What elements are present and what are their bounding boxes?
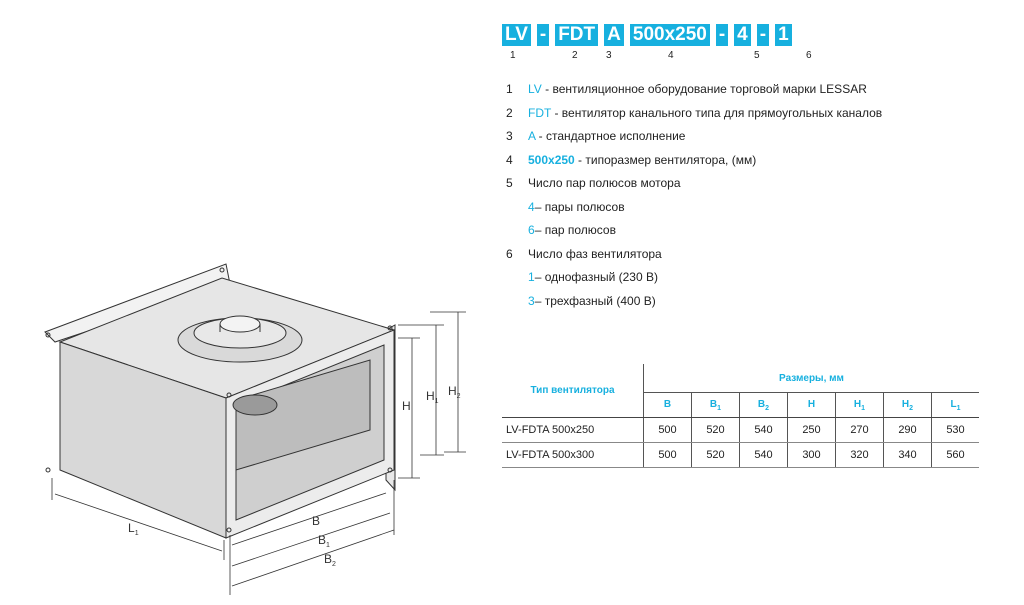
- table-cell-model: LV-FDTA 500x250: [502, 417, 644, 443]
- code-box-separator: -: [536, 24, 550, 46]
- code-box-version: A: [604, 24, 624, 46]
- table-cell: 500: [643, 442, 692, 468]
- legend-subitem: 6 – пар полюсов: [528, 223, 616, 237]
- table-col-h2: H2: [883, 392, 932, 418]
- dimensions-table: Тип вентилятора Размеры, мм B B1 B2 H H1…: [502, 364, 979, 468]
- code-position: 3: [606, 50, 612, 61]
- table-cell: 340: [883, 442, 932, 468]
- code-position: 5: [754, 50, 760, 61]
- table-cell: 250: [787, 417, 836, 443]
- table-cell: 270: [835, 417, 884, 443]
- code-position: 6: [806, 50, 812, 61]
- dim-label-b1: B1: [318, 533, 330, 549]
- table-col-b: B: [643, 392, 692, 418]
- table-col-h: H: [787, 392, 836, 418]
- code-box-phases: 1: [775, 24, 792, 46]
- table-cell: 560: [931, 442, 979, 468]
- dim-label-b: B: [312, 514, 320, 528]
- table-cell: 290: [883, 417, 932, 443]
- table-col-l1: L1: [931, 392, 979, 418]
- code-position: 1: [510, 50, 516, 61]
- fan-drawing: L1 B B1 B2 H H1 H2: [44, 263, 466, 595]
- code-box-separator: -: [756, 24, 770, 46]
- code-box-poles: 4: [734, 24, 751, 46]
- dim-label-h1: H1: [426, 389, 439, 405]
- dim-label-l1: L1: [128, 521, 139, 537]
- table-header-dimensions: Размеры, мм: [643, 364, 979, 393]
- table-cell: 530: [931, 417, 979, 443]
- table-cell: 540: [739, 442, 788, 468]
- table-row: LV-FDTA 500x300 500 520 540 300 320 340 …: [502, 442, 979, 468]
- table-cell: 500: [643, 417, 692, 443]
- code-box-size: 500x250: [629, 24, 710, 46]
- table-row: LV-FDTA 500x250 500 520 540 250 270 290 …: [502, 417, 979, 443]
- table-col-b1: B1: [691, 392, 740, 418]
- table-cell-model: LV-FDTA 500x300: [502, 442, 644, 468]
- code-position: 2: [572, 50, 578, 61]
- table-cell: 520: [691, 442, 740, 468]
- code-position: 4: [668, 50, 674, 61]
- table-cell: 300: [787, 442, 836, 468]
- table-cell: 540: [739, 417, 788, 443]
- table-col-h1: H1: [835, 392, 884, 418]
- code-box-type: FDT: [555, 24, 599, 46]
- table-cell: 520: [691, 417, 740, 443]
- code-box-separator: -: [715, 24, 729, 46]
- code-box-brand: LV: [502, 24, 531, 46]
- table-cell: 320: [835, 442, 884, 468]
- legend-subitem: 4 – пары полюсов: [528, 199, 625, 214]
- table-col-b2: B2: [739, 392, 788, 418]
- dim-label-h2: H2: [448, 384, 461, 400]
- legend-subitem: 3 – трехфазный (400 В): [528, 293, 656, 308]
- table-header-type: Тип вентилятора: [502, 364, 644, 418]
- legend-subitem: 1 – однофазный (230 В): [528, 270, 658, 284]
- dim-label-b2: B2: [324, 552, 336, 568]
- dim-label-h: H: [402, 399, 411, 413]
- model-code: LV - FDT A 500x250 - 4 - 1: [502, 24, 798, 46]
